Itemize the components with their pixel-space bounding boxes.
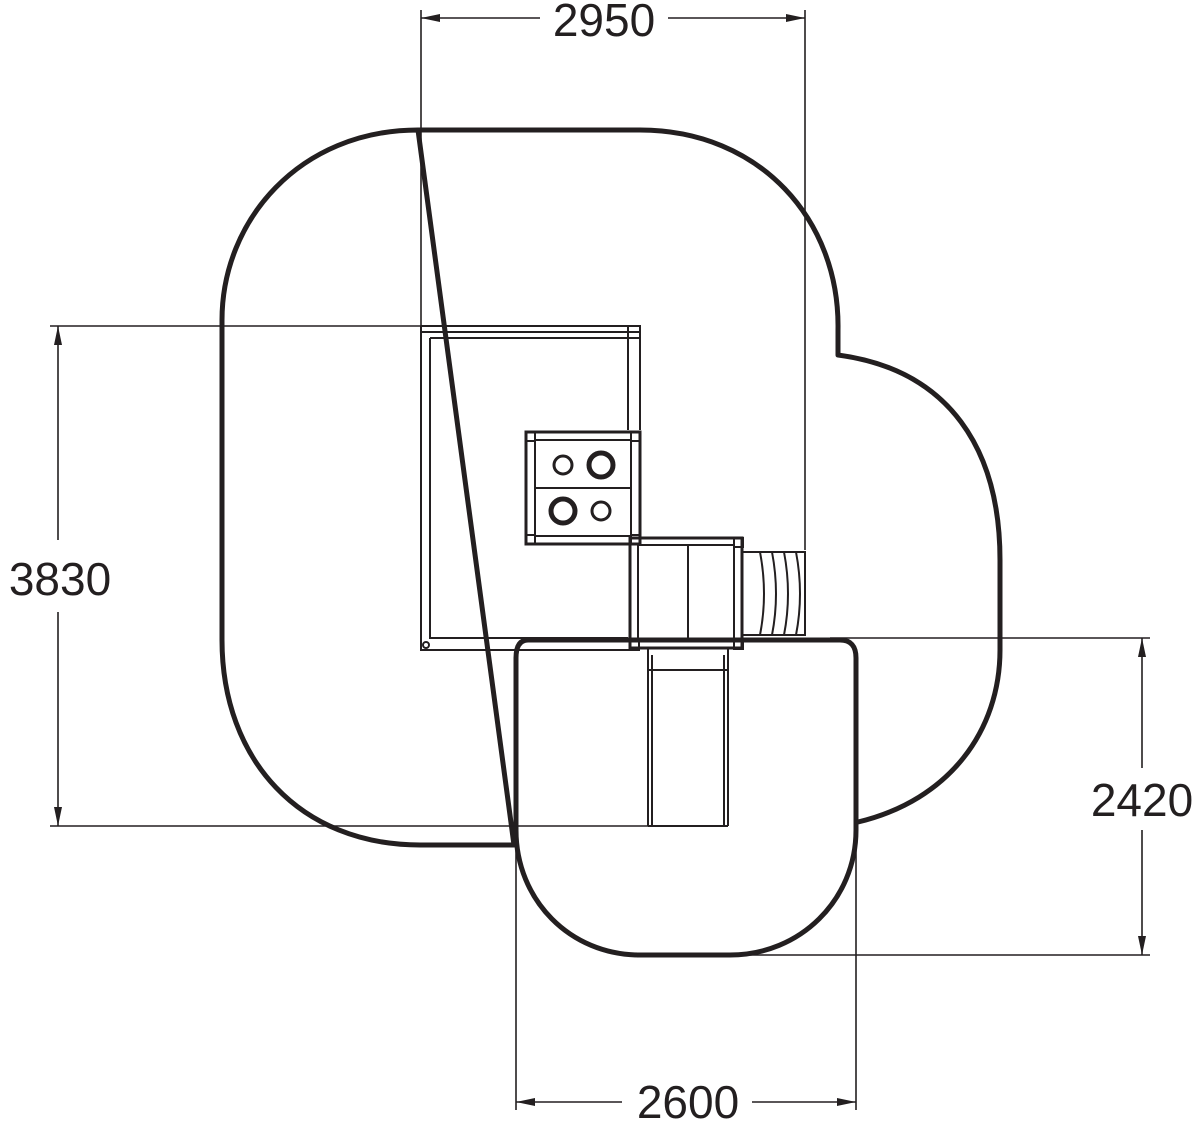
- tower-post-tr: [630, 431, 641, 442]
- play-structure: [420, 325, 806, 827]
- climbing-ramp: [742, 551, 806, 636]
- top-arrow-right: [786, 14, 805, 22]
- left-dimension-label: 3830: [9, 553, 111, 605]
- tower-post-tl: [525, 431, 536, 442]
- tower-post-bl: [525, 534, 536, 545]
- climbing-ramp-curve-3: [783, 551, 789, 636]
- platform-post-bl: [629, 639, 640, 650]
- top-arrow-left: [421, 14, 440, 22]
- left-arrow-bottom: [54, 807, 62, 826]
- upper-tower: [524, 430, 642, 546]
- climbing-ramp-curve-2: [771, 551, 777, 636]
- right-arrow-bottom: [1138, 936, 1146, 955]
- slide: [647, 648, 729, 827]
- burner-bottom-left: [548, 496, 578, 526]
- climbing-ramp-curve-4: [795, 551, 801, 636]
- platform-post-br: [733, 639, 744, 650]
- bottom-arrow-right: [837, 1098, 856, 1106]
- bottom-dimension-label: 2600: [637, 1076, 739, 1122]
- left-arrow-top: [54, 326, 62, 345]
- right-arrow-top: [1138, 638, 1146, 657]
- right-dimension-label: 2420: [1091, 774, 1193, 826]
- burner-top-right: [586, 450, 616, 480]
- bottom-arrow-left: [516, 1098, 535, 1106]
- frame-corner-top-right: [627, 325, 641, 339]
- safety-zone-outline: [219, 127, 1003, 848]
- top-dimension-label: 2950: [553, 0, 655, 46]
- climbing-ramp-curve-1: [759, 551, 765, 636]
- slide-safety-zone-outline: [513, 637, 859, 958]
- frame-corner-post: [422, 641, 430, 649]
- burner-top-left: [552, 454, 574, 476]
- platform-post-tr: [733, 537, 744, 548]
- burner-bottom-right: [590, 500, 612, 522]
- middle-platform: [628, 536, 744, 650]
